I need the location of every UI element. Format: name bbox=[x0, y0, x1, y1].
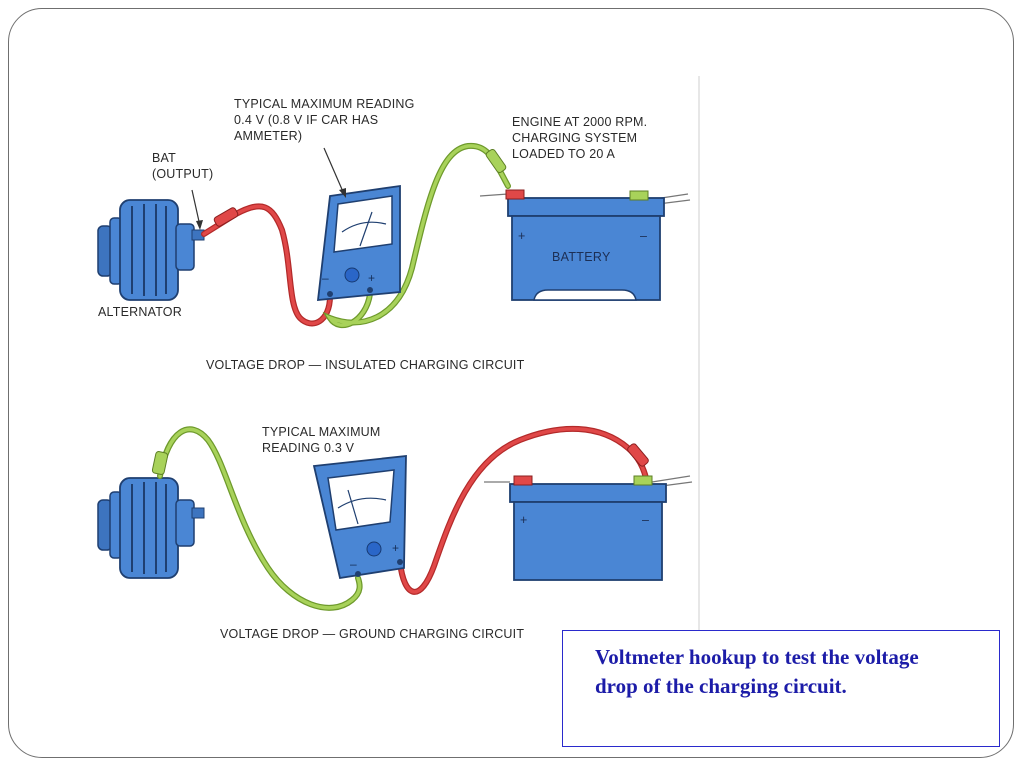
bottom-diagram: – + + – TYPICAL MAXIMUM READING 0.3 V VO… bbox=[97, 425, 693, 641]
ground-circuit-title: VOLTAGE DROP — GROUND CHARGING CIRCUIT bbox=[220, 627, 524, 641]
meter-minus-bottom: – bbox=[350, 557, 357, 571]
meter-plus-top: + bbox=[368, 271, 375, 285]
bat-pointer-line bbox=[191, 189, 201, 227]
battery-plus-top: + bbox=[518, 229, 526, 243]
battery-bottom: + – bbox=[484, 475, 693, 581]
battery-label: BATTERY bbox=[552, 250, 611, 264]
meter-minus-top: – bbox=[322, 271, 329, 285]
alternator-top bbox=[97, 199, 205, 301]
battery-top: + – BATTERY bbox=[479, 189, 691, 301]
caption-text: Voltmeter hookup to test the voltage dro… bbox=[595, 645, 919, 698]
alternator-label: ALTERNATOR bbox=[98, 305, 182, 319]
voltmeter-top: – + bbox=[316, 184, 401, 302]
battery-minus-bottom: – bbox=[642, 513, 649, 527]
bat-output-label: BAT (OUTPUT) bbox=[152, 151, 213, 181]
meter-plus-bottom: + bbox=[392, 541, 399, 555]
reading-label-bottom: TYPICAL MAXIMUM READING 0.3 V bbox=[262, 425, 384, 455]
battery-minus-top: – bbox=[640, 229, 647, 243]
engine-label: ENGINE AT 2000 RPM. CHARGING SYSTEM LOAD… bbox=[512, 115, 651, 161]
reading-label-top: TYPICAL MAXIMUM READING 0.4 V (0.8 V IF … bbox=[234, 97, 418, 143]
caption-box: Voltmeter hookup to test the voltage dro… bbox=[562, 630, 1000, 747]
battery-plus-bottom: + bbox=[520, 513, 528, 527]
reading-pointer-line bbox=[323, 147, 345, 195]
voltmeter-bottom: – + bbox=[312, 454, 407, 580]
alternator-bottom bbox=[97, 477, 205, 579]
insulated-circuit-title: VOLTAGE DROP — INSULATED CHARGING CIRCUI… bbox=[206, 358, 525, 372]
top-diagram: – + + – BATTERY TYPICAL MAXIMUM READING … bbox=[97, 97, 691, 372]
